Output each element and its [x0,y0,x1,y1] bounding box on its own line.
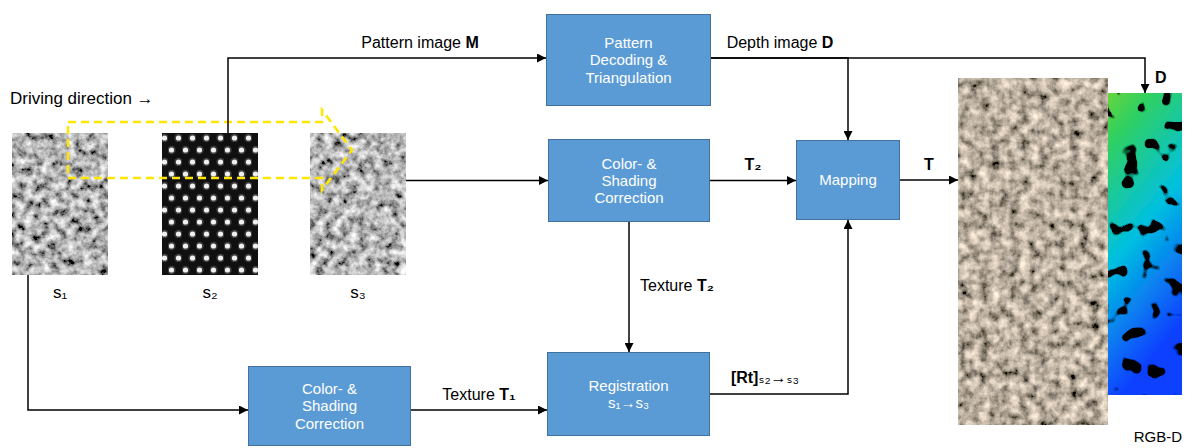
flow-arrow [710,180,796,182]
symbol-name: T [924,156,934,173]
driving-arrow [68,110,352,190]
stone-image [310,133,406,275]
edge-label: T [922,155,936,174]
label-part: image [417,34,461,51]
flow-arrow [28,275,248,410]
image-label: s₃ [350,283,365,303]
flow-arrow [628,222,630,352]
label-part [461,34,465,51]
flow-arrow [411,409,547,411]
symbol-name: M [465,34,478,51]
flow-arrow [406,180,548,182]
label-part [413,34,417,51]
label-part [495,386,499,403]
edge-label: Texture T₁ [440,385,517,404]
edge-label: Depth image D [725,33,836,52]
image-label: s₁ [53,283,67,303]
edge-label: Texture T₂ [638,276,716,295]
rgbd-output: RGB-D [958,93,1182,425]
image-label: RGB-D [1134,428,1182,445]
process-box: Color- & Shading Correction [248,366,411,446]
process-box: Color- & Shading Correction [548,139,710,222]
pattern-image [162,133,258,275]
image-label: s₂ [202,283,217,303]
camera-image: s₁ [12,133,108,275]
texture-image [958,78,1108,425]
label-part: image [774,34,818,51]
label-part: Pattern [361,34,413,51]
camera-image: s₂ [162,133,258,275]
label-part: Depth [727,34,770,51]
label-part: Texture [640,277,692,294]
box-label: Registration s₁→s₃ [579,377,679,412]
label-part [817,34,821,51]
flow-arrow [228,58,546,133]
symbol-name: D [822,34,834,51]
symbol-name: [Rt] [731,369,759,386]
label-part: Texture [442,386,494,403]
process-box: Mapping [796,140,900,220]
stone-image [12,133,108,275]
direction-note: Driving direction → [10,89,154,109]
symbol-name: D [1155,69,1167,86]
camera-image: s₃ [310,133,406,275]
symbol-name: T₂ [745,156,762,173]
symbol-name: T₁ [499,386,515,403]
flow-arrow [900,179,958,181]
edge-label: D [1153,68,1169,87]
process-box: Registration s₁→s₃ [547,352,710,436]
label-part [692,277,696,294]
box-label: Color- & Shading Correction [282,380,377,432]
label-part [769,34,773,51]
edge-label: [Rt]ₛ₂→ₛ₃ [729,368,801,387]
box-label: Mapping [819,171,877,188]
label-part: ₛ₂→ₛ₃ [758,369,799,386]
flow-arrow [711,58,848,140]
edge-label: T₂ [743,155,764,174]
flow-arrow [710,220,848,394]
box-label: Pattern Decoding & Triangulation [573,34,685,86]
process-box: Pattern Decoding & Triangulation [546,14,711,106]
edge-label: Pattern image M [359,33,480,52]
symbol-name: T₂ [697,277,714,294]
box-label: Color- & Shading Correction [582,155,677,207]
flow-arrow [711,58,1145,93]
